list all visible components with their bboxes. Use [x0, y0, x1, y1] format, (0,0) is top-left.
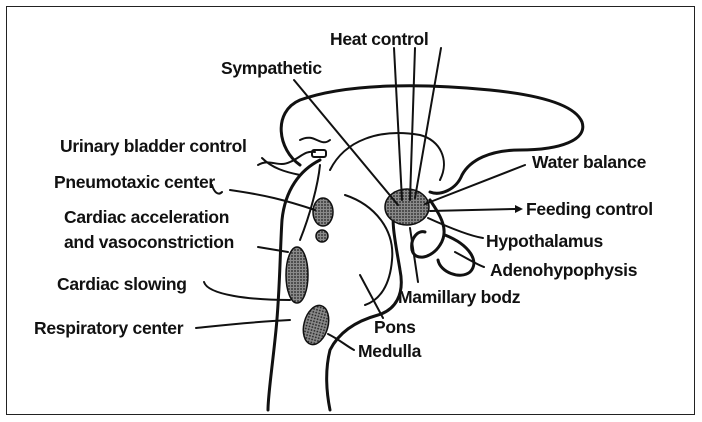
label-mamillary-body: Mamillary bodz — [398, 287, 521, 307]
label-cardiac-acceleration-2: and vasoconstriction — [64, 232, 234, 252]
label-cardiac-slowing: Cardiac slowing — [57, 274, 187, 294]
label-hypothalamus: Hypothalamus — [486, 231, 604, 251]
label-heat-control: Heat control — [330, 29, 429, 49]
leader-water-balance — [425, 165, 525, 204]
leader-heat-control-3 — [415, 48, 441, 198]
feeding-arrowhead — [515, 205, 523, 213]
label-adenohypophysis: Adenohypophysis — [490, 260, 638, 280]
label-respiratory-center: Respiratory center — [34, 318, 184, 338]
label-pons: Pons — [374, 317, 416, 337]
leader-feeding-control — [430, 209, 515, 211]
label-urinary-bladder-control: Urinary bladder control — [60, 136, 247, 156]
label-water-balance: Water balance — [532, 152, 647, 172]
label-medulla: Medulla — [358, 341, 422, 361]
cardiac-acceleration-nucleus — [316, 230, 328, 242]
leader-hypothalamus — [428, 218, 483, 238]
leader-heat-control-1 — [394, 48, 402, 200]
leader-heat-control-2 — [410, 48, 415, 200]
label-pneumotaxic-center: Pneumotaxic center — [54, 172, 215, 192]
cardiac-slowing-region — [286, 247, 308, 303]
medulla-nucleus — [299, 303, 333, 348]
arch-inner-curve — [330, 133, 444, 180]
hypothalamic-nucleus — [385, 189, 429, 225]
pneumotaxic-nucleus — [313, 198, 333, 226]
label-cardiac-acceleration-1: Cardiac acceleration — [64, 207, 229, 227]
label-feeding-control: Feeding control — [526, 199, 653, 219]
label-sympathetic: Sympathetic — [221, 58, 322, 78]
leader-sympathetic — [294, 80, 398, 205]
leader-cardiac-acceleration — [258, 247, 288, 252]
